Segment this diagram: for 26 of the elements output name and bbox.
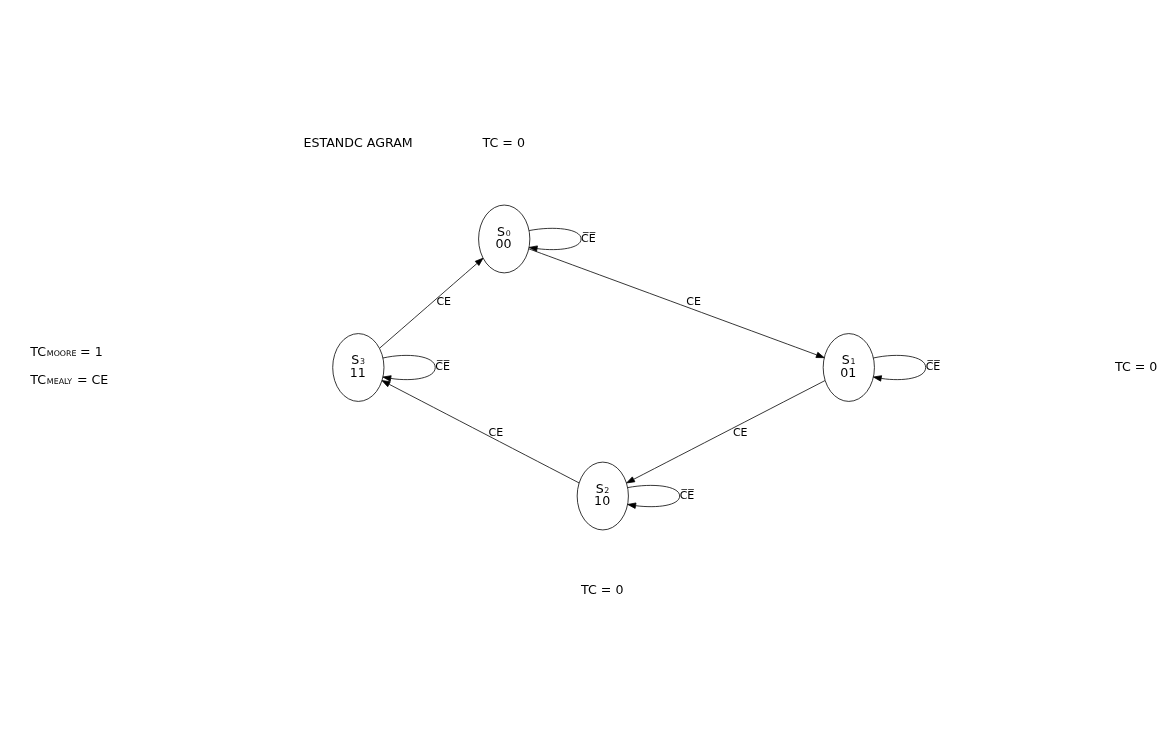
- edge-label: CE: [686, 294, 702, 308]
- edge-label: C̅E̅: [435, 359, 450, 373]
- arrow: [626, 379, 826, 483]
- arrow: [627, 484, 681, 509]
- edge-label: C̅E̅: [581, 231, 596, 245]
- arrow: [382, 354, 436, 382]
- edge-label: C̅E̅: [925, 359, 941, 373]
- label: ESTANDC AGRAM: [303, 134, 413, 150]
- label: TC = 0: [482, 134, 525, 150]
- arrow: [379, 257, 484, 349]
- node-ellipse: S2 10: [576, 461, 629, 530]
- arrow: [873, 354, 927, 382]
- node-ellipse: S0 00: [478, 204, 531, 273]
- node-ellipse: S3 11: [332, 332, 385, 402]
- arrow: [381, 379, 580, 483]
- label: TC = 0: [581, 581, 624, 597]
- edge-label: CE: [436, 294, 452, 308]
- label: TCMOORE = 1: [30, 343, 103, 359]
- edge-label: C̅E̅: [679, 488, 695, 502]
- arrow: [528, 248, 825, 358]
- label: TC = 0: [1114, 358, 1158, 373]
- edge-label: CE: [488, 425, 504, 439]
- label: TCMEALY = CE: [30, 371, 109, 387]
- arrow: [528, 227, 582, 252]
- edge-label: CE: [732, 425, 748, 439]
- node-ellipse: S1 01: [822, 332, 875, 402]
